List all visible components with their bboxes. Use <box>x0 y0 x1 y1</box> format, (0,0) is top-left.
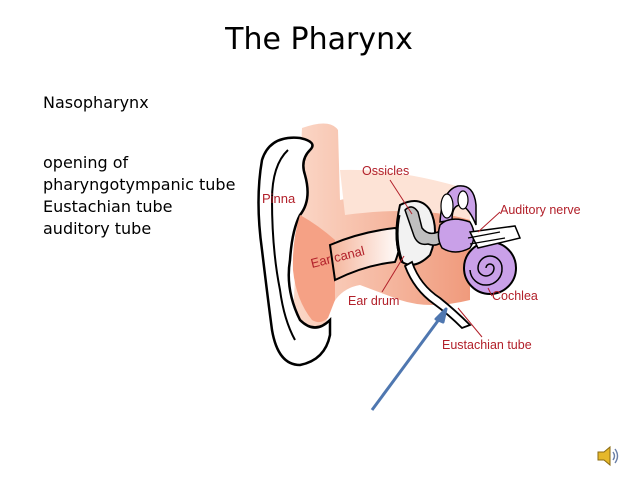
bullet-opening-of: opening of <box>43 153 129 172</box>
bullet-eustachian-tube: Eustachian tube <box>43 197 173 216</box>
label-pinna: Pinna <box>262 191 296 206</box>
label-eustachian-tube: Eustachian tube <box>442 338 532 352</box>
pointer-arrow <box>370 317 442 411</box>
canal-loop-2 <box>457 190 469 210</box>
leader-auditory-nerve <box>477 211 501 233</box>
pinna-outline <box>257 136 332 367</box>
pinna-fill <box>292 215 335 323</box>
eustachian-tube-shape <box>403 260 472 330</box>
label-ear-drum: Ear drum <box>348 294 399 308</box>
label-cochlea: Cochlea <box>492 289 538 303</box>
leader-eustachian-tube <box>457 307 483 338</box>
skin-region-light <box>340 169 470 220</box>
slide-title: The Pharynx <box>225 22 413 57</box>
ear-drum <box>395 214 404 263</box>
vestibule <box>437 218 475 253</box>
canal-loop <box>440 193 454 219</box>
bullet-pharyngotympanic-tube: pharyngotympanic tube <box>43 175 236 194</box>
bullet-auditory-tube: auditory tube <box>43 219 152 238</box>
leader-ear-drum <box>381 255 405 293</box>
cochlea-shape <box>463 241 517 295</box>
auditory-nerve <box>468 225 522 249</box>
bullet-list: Nasopharynx opening of pharyngotympanic … <box>43 92 235 240</box>
leader-ossicles <box>389 179 413 215</box>
pinna-inner-fold <box>270 149 296 341</box>
speaker-icon[interactable] <box>596 444 622 468</box>
label-ossicles: Ossicles <box>362 164 409 178</box>
bullet-nasopharynx: Nasopharynx <box>43 93 149 112</box>
label-auditory-nerve: Auditory nerve <box>500 203 581 217</box>
leader-cochlea <box>487 287 493 297</box>
pointer-arrowhead <box>434 307 448 324</box>
